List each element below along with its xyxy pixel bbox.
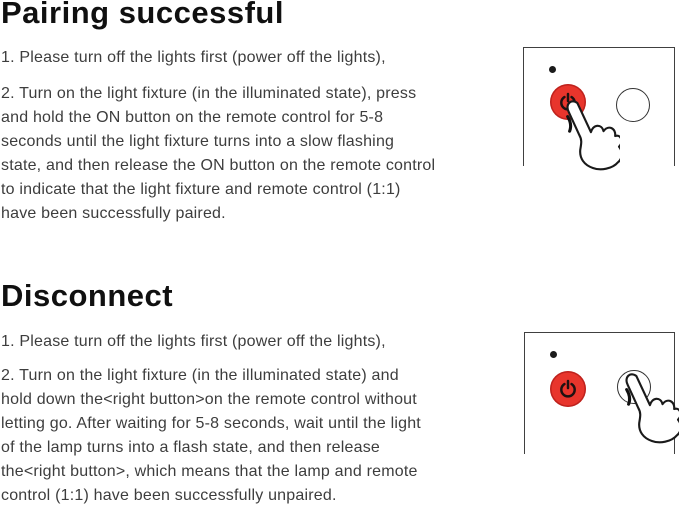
- pressing-hand-icon: [625, 373, 679, 444]
- disconnect-step-2: 2. Turn on the light fixture (in the ill…: [1, 364, 421, 508]
- instruction-line: 2. Turn on the light fixture (in the ill…: [1, 367, 399, 384]
- led-indicator-dot: [549, 66, 556, 73]
- finger-press-mark: [566, 115, 573, 133]
- instruction-line: 2. Turn on the light fixture (in the ill…: [1, 85, 417, 102]
- remote-panel-pairing: [523, 47, 675, 171]
- section-heading-pairing: Pairing successful: [1, 0, 284, 30]
- instruction-line: letting go. After waiting for 5-8 second…: [1, 415, 421, 432]
- pressing-hand-icon: [566, 100, 620, 171]
- right-button: [616, 88, 650, 122]
- instruction-line: and hold the ON button on the remote con…: [1, 109, 384, 126]
- power-icon: [560, 379, 576, 398]
- instruction-line: hold down the<right button>on the remote…: [1, 391, 417, 408]
- remote-panel-disconnect: [524, 332, 679, 454]
- instruction-line: 1. Please turn off the lights first (pow…: [1, 49, 386, 66]
- led-indicator-dot: [550, 351, 557, 358]
- disconnect-step-1: 1. Please turn off the lights first (pow…: [1, 330, 386, 354]
- instruction-line: to indicate that the light fixture and r…: [1, 181, 401, 198]
- instruction-line: 1. Please turn off the lights first (pow…: [1, 333, 386, 350]
- instruction-line: the<right button>, which means that the …: [1, 463, 418, 480]
- instruction-line: state, and then release the ON button on…: [1, 157, 436, 174]
- on-button: [550, 371, 586, 407]
- pairing-step-1: 1. Please turn off the lights first (pow…: [1, 46, 386, 70]
- section-heading-disconnect: Disconnect: [1, 278, 174, 313]
- instruction-line: control (1:1) have been successfully unp…: [1, 487, 337, 504]
- instruction-line: have been successfully paired.: [1, 205, 226, 222]
- pairing-step-2: 2. Turn on the light fixture (in the ill…: [1, 82, 435, 226]
- finger-press-mark: [625, 388, 632, 406]
- instruction-line: seconds until the light fixture turns in…: [1, 133, 395, 150]
- instruction-line: of the lamp turns into a flash state, an…: [1, 439, 381, 456]
